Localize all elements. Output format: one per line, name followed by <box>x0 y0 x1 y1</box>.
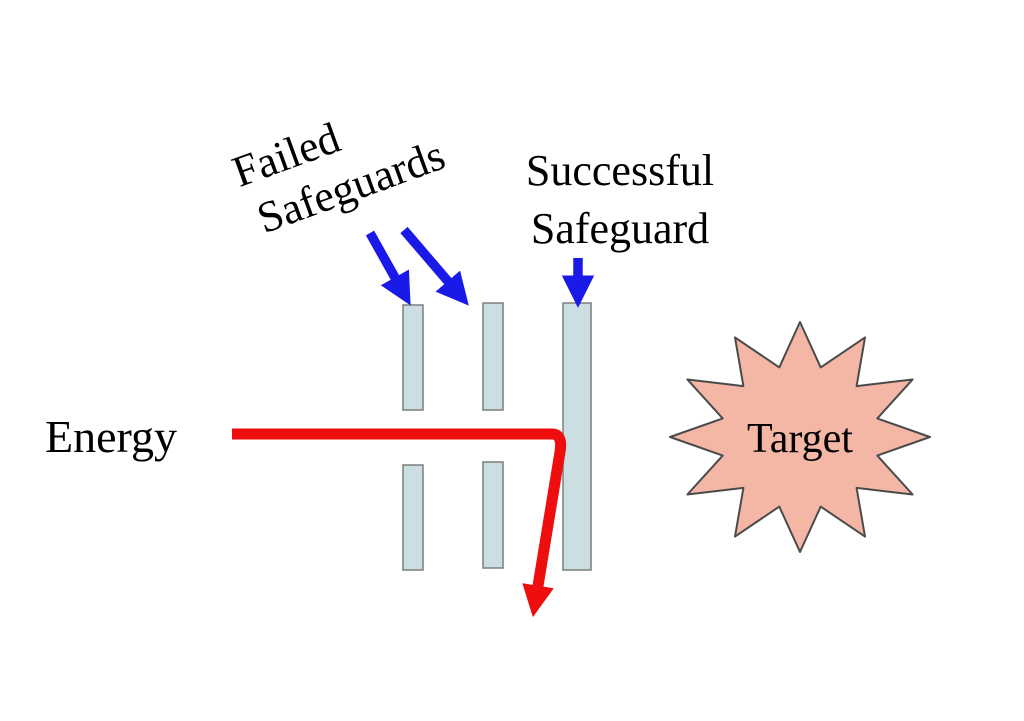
target-label: Target <box>747 416 853 462</box>
target-starburst <box>669 321 931 553</box>
failed-barrier-1-top <box>402 304 424 411</box>
successful-safeguard-line1: Successful <box>526 146 714 195</box>
successful-barrier <box>562 302 592 571</box>
failed-barrier-1-bottom <box>402 464 424 571</box>
energy-flow-arrow <box>232 428 567 618</box>
successful-safeguard-label: Successful Safeguard <box>526 146 714 253</box>
failed-arrow-2-icon <box>400 226 469 306</box>
failed-barrier-2-bottom <box>482 461 504 569</box>
energy-label: Energy <box>45 411 177 462</box>
successful-safeguard-line2: Safeguard <box>531 204 709 253</box>
failed-safeguards-label: Failed Safeguards <box>226 113 451 243</box>
failed-arrow-1-icon <box>365 230 411 306</box>
failed-barrier-2-top <box>482 302 504 411</box>
